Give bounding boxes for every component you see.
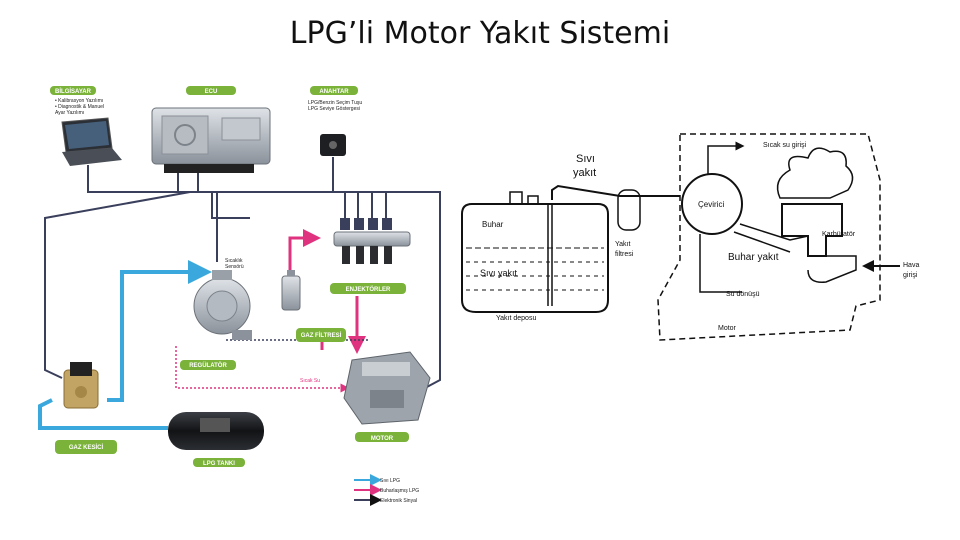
enjektorler-label: ENJEKTÖRLER (346, 286, 391, 293)
lpg-tanki-label: LPG TANKI (203, 461, 235, 467)
regulator-tag: REGÜLATÖR (180, 360, 236, 370)
gaz-kesici-tag: GAZ KESİCİ (55, 440, 117, 454)
lpg-tank (168, 412, 264, 450)
legend-label-signal: Elektronik Sinyal (380, 498, 417, 504)
sketch-labels: Sıcak su girişi Sıvı yakıt Buhar Çeviric… (480, 142, 919, 332)
gas-cutter-valve (63, 362, 99, 409)
gaz-filtresi-tag: GAZ FİLTRESİ (296, 328, 346, 342)
bilgisayar-note-2: • Diagnostik & Manuel (55, 104, 104, 110)
sicaklik-note-2: Sensörü (225, 264, 244, 270)
buhar-yakit-label: Buhar yakıt (728, 252, 779, 263)
engine-outline (657, 133, 881, 341)
ecu-unit (151, 107, 271, 173)
bilgisayar-note-3: Ayar Yazılımı (55, 110, 84, 116)
legend-label-liquid: Sıvı LPG (380, 478, 400, 484)
electronic-signal-lines (44, 157, 441, 389)
ecu-label: ECU (205, 89, 218, 95)
bilgisayar-note-1: • Kalibrasyon Yazılımı (55, 98, 103, 104)
girisi-label: girişi (903, 272, 918, 279)
cevirici-label: Çevirici (698, 200, 724, 209)
anahtar-label: ANAHTAR (319, 89, 349, 95)
yakit-filtresi-label-2: filtresi (615, 251, 634, 258)
laptop-icon (61, 117, 122, 172)
bilgisayar-label: BİLGİSAYAR (55, 88, 92, 95)
yakit-filtresi-label-1: Yakıt (615, 241, 630, 248)
slide-title: LPG’li Motor Yakıt Sistemi (289, 16, 671, 51)
fuel-tank (461, 203, 609, 313)
liquid-lpg-lines (38, 260, 212, 430)
lpg-system-schematic: BİLGİSAYAR • Kalibrasyon Yazılımı • Diag… (38, 86, 441, 506)
yakit-deposu-label: Yakıt deposu (496, 315, 536, 322)
motor-tag: MOTOR (355, 432, 409, 442)
karburator-label: Karbüratör (822, 231, 856, 238)
sivi-label: Sıvı (576, 153, 595, 165)
switch-icon (320, 134, 346, 156)
motor-label: MOTOR (371, 436, 394, 442)
water-lines (175, 346, 350, 393)
su-donusu-label: Su dönüşü (726, 291, 760, 298)
motor-sketch-label: Motor (718, 325, 737, 332)
sivi-yakit-label: Sıvı yakıt (480, 268, 518, 278)
engine-block (343, 351, 431, 425)
legend: Sıvı LPG Buharlaşmış LPG Elektronik Siny… (354, 474, 419, 506)
regulator-unit (193, 270, 252, 340)
sicaklik-note-1: Sıcaklık (225, 258, 243, 264)
anahtar-note-2: LPG Seviye Göstergesi (308, 106, 360, 112)
yakit-label: yakıt (573, 167, 596, 179)
regulator-label: REGÜLATÖR (189, 362, 227, 369)
carburetor-system-sketch (461, 133, 900, 341)
anahtar-note-1: LPG/Benzin Seçim Tuşu (308, 100, 362, 106)
anahtar-tag: ANAHTAR (310, 86, 358, 95)
bilgisayar-tag: BİLGİSAYAR (50, 86, 96, 95)
gaz-kesici-label: GAZ KESİCİ (69, 444, 104, 451)
buhar-label: Buhar (482, 220, 504, 229)
injector-rail (333, 218, 411, 264)
enjektorler-tag: ENJEKTÖRLER (330, 283, 406, 294)
sicak-su-girisi-label: Sıcak su girişi (763, 142, 807, 149)
gaz-filtresi-label: GAZ FİLTRESİ (301, 332, 342, 339)
legend-label-vapor: Buharlaşmış LPG (380, 488, 419, 494)
ecu-tag: ECU (186, 86, 236, 95)
hava-label: Hava (903, 262, 919, 269)
lpg-tanki-tag: LPG TANKI (193, 458, 245, 467)
sicak-su-note: Sıcak Su (300, 378, 320, 384)
gas-filter (281, 270, 301, 311)
